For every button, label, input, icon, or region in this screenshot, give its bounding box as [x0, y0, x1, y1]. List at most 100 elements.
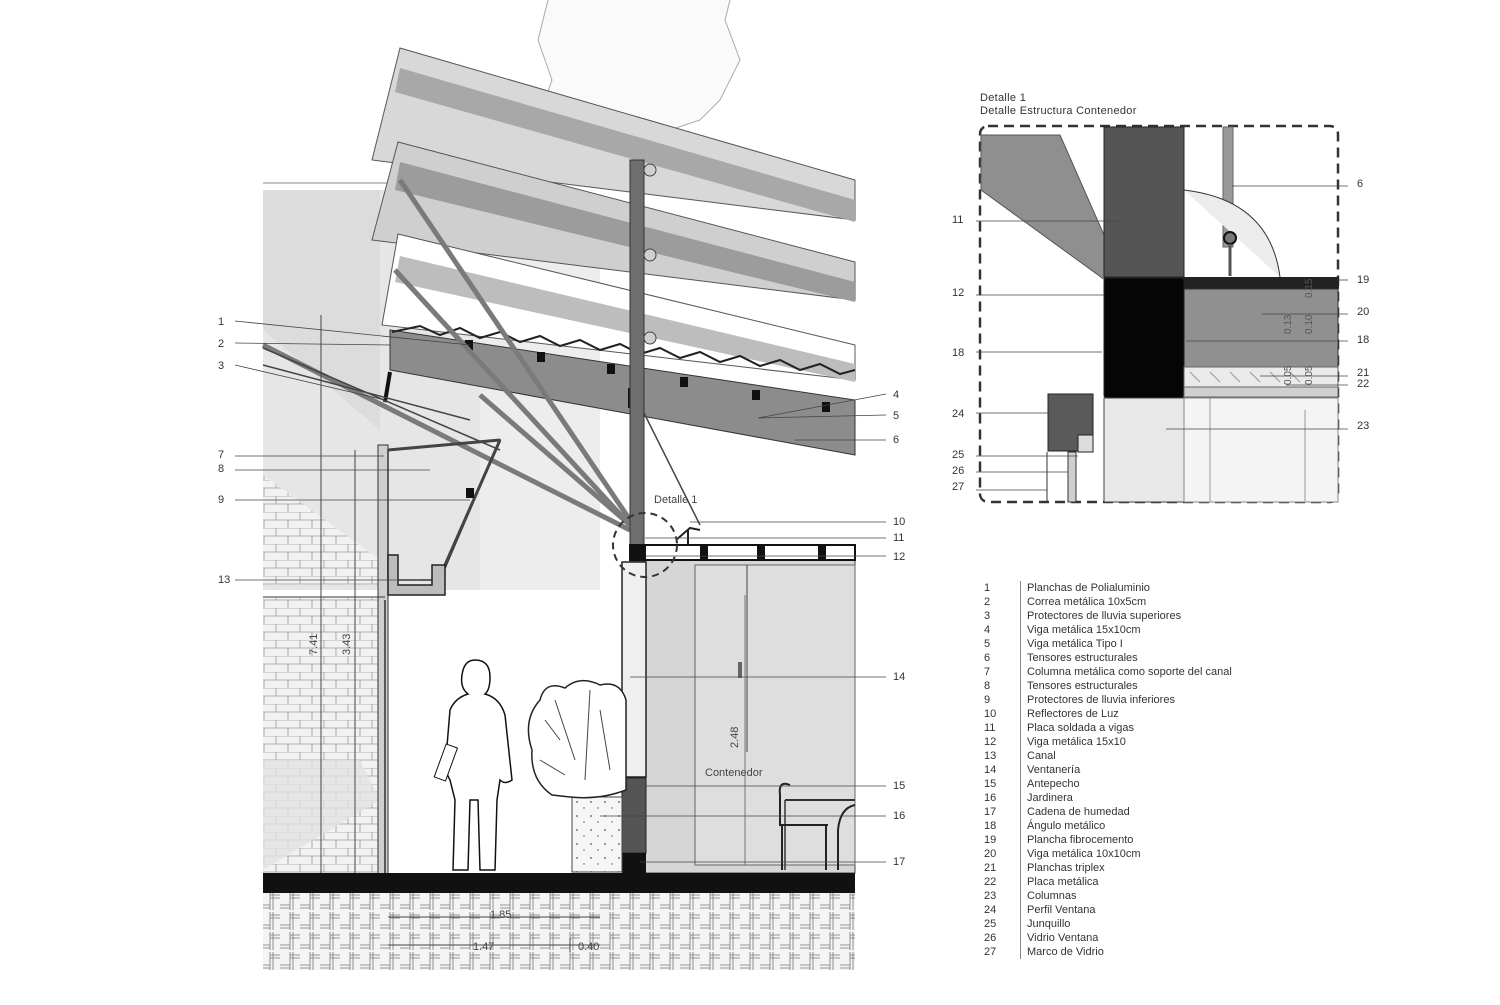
callout-15: 15 — [893, 780, 905, 792]
dimension-width-total: 1.85 — [490, 909, 511, 921]
legend-number: 2 — [984, 596, 991, 608]
legend-number: 6 — [984, 652, 991, 664]
legend-number: 1 — [984, 582, 991, 594]
legend-separator — [1020, 777, 1027, 791]
legend-text: Ángulo metálico — [1027, 820, 1106, 832]
legend-text: Plancha fibrocemento — [1027, 834, 1134, 846]
detail-subheading: Detalle Estructura Contenedor — [980, 105, 1137, 117]
legend-number: 20 — [984, 848, 997, 860]
person-silhouette — [444, 659, 513, 871]
detail-welded-plate — [1103, 126, 1185, 278]
legend-number: 8 — [984, 680, 991, 692]
callout-17: 17 — [893, 856, 905, 868]
detail-callout-27: 27 — [952, 481, 964, 493]
callout-6: 6 — [893, 434, 899, 446]
container-label: Contenedor — [705, 767, 763, 779]
detail-dim-010: 0.10 — [1304, 314, 1315, 334]
legend-separator — [1020, 581, 1027, 595]
dimension-height-2: 3.43 — [341, 634, 353, 655]
legend-text: Canal — [1027, 750, 1056, 762]
legend-separator — [1020, 693, 1027, 707]
legend-separator — [1020, 749, 1027, 763]
detail-callout-20: 20 — [1357, 306, 1369, 318]
detail-callout-22: 22 — [1357, 378, 1369, 390]
legend-separator — [1020, 623, 1027, 637]
legend-text: Placa metálica — [1027, 876, 1099, 888]
callout-10: 10 — [893, 516, 905, 528]
legend-number: 26 — [984, 932, 997, 944]
dimension-height-3: 2.48 — [729, 727, 741, 748]
legend-number: 12 — [984, 736, 997, 748]
legend-separator — [1020, 861, 1027, 875]
legend-number: 11 — [984, 722, 996, 734]
planter — [571, 796, 623, 873]
legend-separator — [1020, 945, 1027, 959]
legend-text: Perfil Ventana — [1027, 904, 1096, 916]
floor-slab — [263, 873, 855, 893]
legend-separator — [1020, 721, 1027, 735]
legend-number: 3 — [984, 610, 991, 622]
legend-item: 23 Columnas — [984, 889, 1404, 903]
detail-callout-24: 24 — [952, 408, 964, 420]
ground-soil — [263, 893, 855, 970]
detail-callout-25: 25 — [952, 449, 964, 461]
legend-number: 5 — [984, 638, 991, 650]
legend-separator — [1020, 805, 1027, 819]
detail-callout-6: 6 — [1357, 178, 1363, 190]
legend-text: Protectores de lluvia inferiores — [1027, 694, 1175, 706]
legend-number: 10 — [984, 708, 997, 720]
callout-14: 14 — [893, 671, 905, 683]
chair — [778, 782, 828, 870]
callout-3: 3 — [218, 360, 224, 372]
legend-number: 16 — [984, 792, 997, 804]
callout-9: 9 — [218, 494, 224, 506]
legend-text: Placa soldada a vigas — [1027, 722, 1135, 734]
legend-text: Marco de Vidrio — [1027, 946, 1104, 958]
legend-number: 25 — [984, 918, 997, 930]
plant — [527, 679, 627, 799]
detail-junquillo — [1077, 434, 1094, 453]
legend-number: 23 — [984, 890, 997, 902]
legend-text: Columnas — [1027, 890, 1077, 902]
detail-glass — [1067, 451, 1077, 503]
legend-text: Viga metálica 15x10cm — [1027, 624, 1141, 636]
legend-separator — [1020, 651, 1027, 665]
detail-dim-005b: 0.05 — [1304, 365, 1315, 385]
detail-callout-19: 19 — [1357, 274, 1369, 286]
dimension-height-1: 7.41 — [308, 634, 320, 655]
main-roof-beam — [389, 329, 856, 456]
callout-8: 8 — [218, 463, 224, 475]
callout-11: 11 — [893, 532, 904, 544]
legend-separator — [1020, 931, 1027, 945]
callout-1: 1 — [218, 316, 224, 328]
legend-text: Planchas de Polialuminio — [1027, 582, 1150, 594]
detail-beam-15x10 — [1103, 277, 1185, 399]
light-reflector — [675, 526, 701, 545]
detail-1-marker-label: Detalle 1 — [654, 494, 697, 506]
legend-separator — [1020, 735, 1027, 749]
legend-separator — [1020, 707, 1027, 721]
dimension-width-b: 0.40 — [578, 941, 599, 953]
legend-separator — [1020, 917, 1027, 931]
legend-separator — [1020, 903, 1027, 917]
detail-heading: Detalle 1 — [980, 92, 1027, 104]
detail-tensor — [1222, 126, 1234, 248]
section-svg: 1 2 3 7 8 9 13 4 5 6 10 11 12 14 15 16 1… — [218, 0, 905, 970]
legend-text: Antepecho — [1027, 778, 1080, 790]
legend-separator — [1020, 847, 1027, 861]
callout-12: 12 — [893, 551, 905, 563]
legend-separator — [1020, 833, 1027, 847]
legend-separator — [1020, 763, 1027, 777]
dimension-width-a: 1.47 — [473, 941, 494, 953]
